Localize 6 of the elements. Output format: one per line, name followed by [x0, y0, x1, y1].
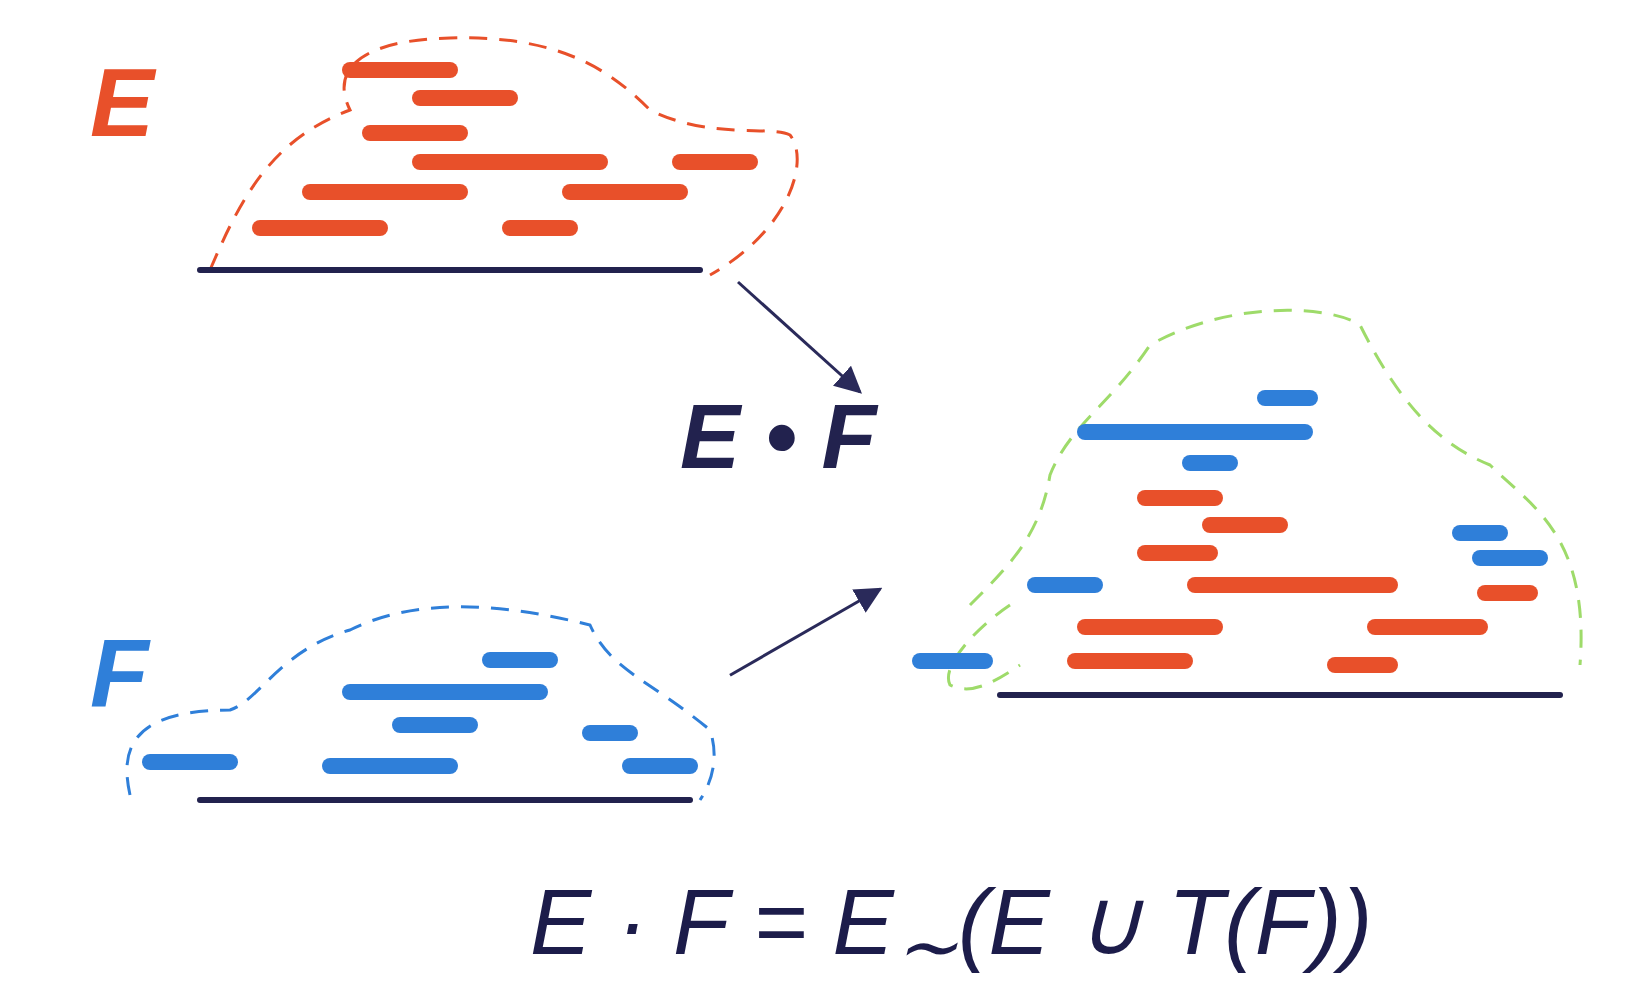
set-label: F — [90, 625, 149, 721]
set-label: E — [90, 55, 155, 151]
formula: E · F = E$_{∼}$(E ∪ T(F)) — [530, 872, 1373, 990]
arrow — [729, 587, 883, 677]
product-label: E • F — [680, 392, 880, 482]
arrow — [737, 280, 862, 394]
